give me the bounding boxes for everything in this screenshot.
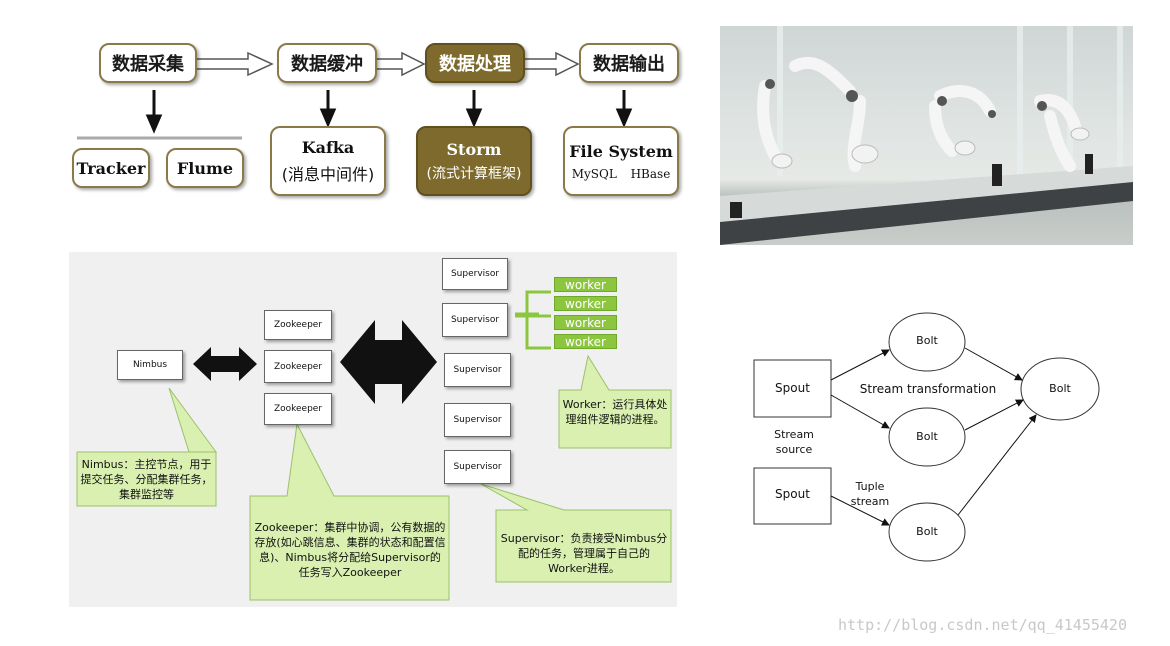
bolt-label: Bolt	[916, 430, 938, 443]
topology-shapes	[753, 312, 1100, 562]
flow-arrow	[521, 51, 580, 77]
tracker-label: Tracker	[76, 158, 146, 178]
worker-callout-shape	[558, 354, 672, 449]
stage-collect: 数据采集	[99, 43, 197, 83]
worker-badge: worker	[554, 296, 617, 311]
bolt-label: Bolt	[916, 525, 938, 538]
tool-flume: Flume	[166, 148, 244, 188]
pipeline-arrows	[77, 51, 633, 140]
watermark: http://blog.csdn.net/qq_41455420	[838, 616, 1127, 634]
bolt-node	[888, 312, 966, 372]
zookeeper-box: Zookeeper	[264, 393, 332, 425]
storm-label: Storm	[446, 139, 502, 159]
tool-tracker: Tracker	[72, 148, 150, 188]
kafka-sublabel: (消息中间件)	[281, 164, 375, 184]
tool-storm: Storm (流式计算框架)	[416, 126, 532, 196]
nimbus-callout-shape	[76, 387, 217, 507]
filesystem-sublabel: MySQL HBase	[571, 166, 671, 181]
nimbus-box: Nimbus	[117, 350, 183, 380]
worker-badge: worker	[554, 315, 617, 330]
stream-source-label: Stream source	[774, 428, 814, 456]
filesystem-label: File System	[569, 141, 673, 161]
bolt-node	[888, 407, 966, 467]
storm-architecture-panel: Nimbus Zookeeper Zookeeper Zookeeper Sup…	[69, 252, 677, 607]
down-arrow	[145, 114, 163, 134]
tool-kafka: Kafka (消息中间件)	[270, 126, 386, 196]
worker-callout: Worker：运行具体处理组件逻辑的进程。	[562, 398, 668, 426]
supervisor-box: Supervisor	[442, 258, 508, 290]
flow-arrow	[189, 51, 274, 77]
spout-box	[753, 467, 832, 525]
bolt-label: Bolt	[916, 334, 938, 347]
spout-label: Spout	[775, 487, 810, 501]
spout-label: Spout	[775, 381, 810, 395]
bolt-label: Bolt	[1049, 382, 1071, 395]
tool-filesystem: File System MySQL HBase	[563, 126, 679, 196]
nimbus-callout: Nimbus：主控节点，用于提交任务、分配集群任务，集群监控等	[80, 458, 213, 501]
double-arrow-large	[340, 320, 437, 404]
bolt-node	[888, 502, 966, 562]
flow-arrow	[373, 51, 426, 77]
robot-arms-photo	[720, 26, 1133, 245]
architecture-shapes	[76, 290, 672, 601]
supervisor-box: Supervisor	[444, 403, 511, 437]
storm-sublabel: (流式计算框架)	[426, 165, 522, 182]
stage-buffer: 数据缓冲	[277, 43, 377, 83]
flume-label: Flume	[176, 158, 234, 178]
double-arrow-small	[193, 347, 257, 381]
down-arrow	[615, 108, 633, 128]
down-arrow	[465, 108, 483, 128]
supervisor-callout: Supervisor：负责接受Nimbus分配的任务，管理属于自己的Worker…	[500, 532, 668, 575]
worker-badge: worker	[554, 277, 617, 292]
supervisor-callout-shape	[480, 483, 672, 583]
stream-transformation-label: Stream transformation	[859, 382, 997, 396]
stage-process: 数据处理	[425, 43, 525, 83]
zookeeper-box: Zookeeper	[264, 350, 332, 383]
stage-output: 数据输出	[579, 43, 679, 83]
spout-box	[753, 359, 832, 418]
down-arrow	[319, 108, 337, 128]
robot-arms-illustration	[720, 26, 1133, 245]
supervisor-box: Supervisor	[444, 450, 511, 484]
kafka-label: Kafka	[301, 137, 355, 157]
supervisor-box: Supervisor	[442, 303, 508, 337]
bolt-node	[1020, 357, 1100, 421]
supervisor-box: Supervisor	[444, 353, 511, 387]
tuple-stream-label: Tuple stream	[850, 480, 890, 508]
zookeeper-callout-shape	[249, 422, 450, 601]
zookeeper-box: Zookeeper	[264, 310, 332, 340]
zookeeper-callout: Zookeeper：集群中协调，公有数据的存放(如心跳信息、集群的状态和配置信息…	[254, 521, 446, 579]
worker-badge: worker	[554, 334, 617, 349]
